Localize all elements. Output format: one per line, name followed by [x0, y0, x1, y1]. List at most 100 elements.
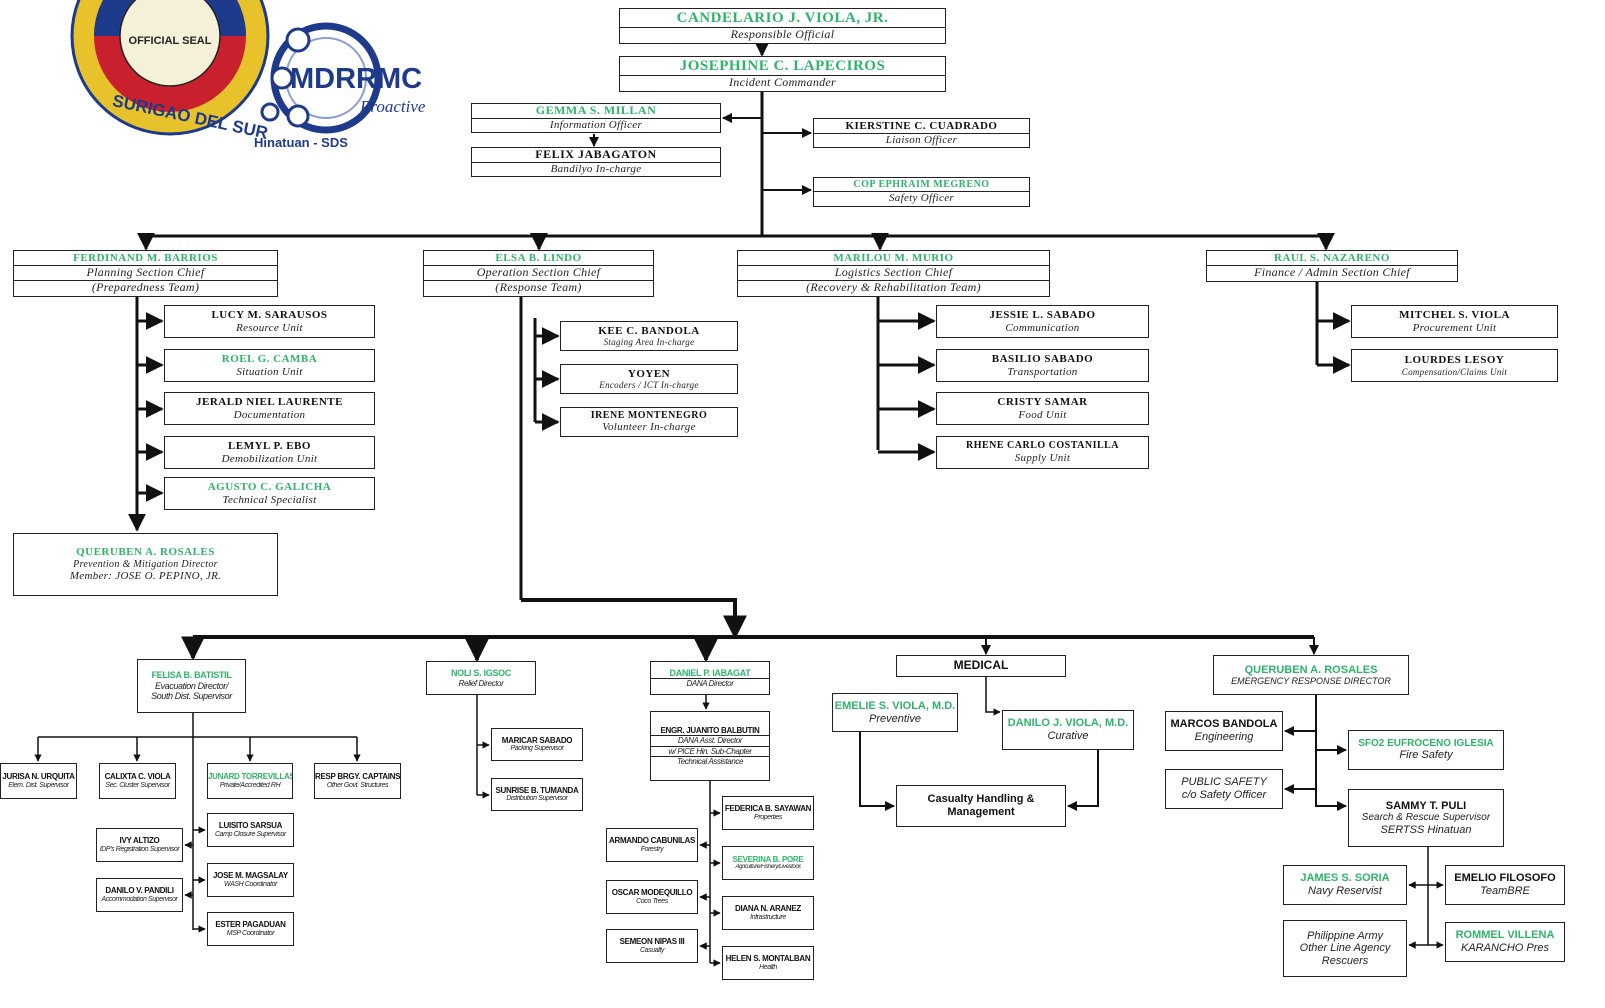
role-label: Elem. Dist. Supervisor	[8, 781, 69, 789]
person-name: JUNARD TORREVILLAS	[208, 772, 292, 782]
medical-curative-box: DANILO J. VIOLA, M.D.Curative	[1002, 710, 1134, 750]
mdrrmc-emblem: MDRRMC Proactive Hinatuan - SDS	[254, 22, 426, 150]
person-name: EMELIO FILOSOFO	[1454, 872, 1556, 885]
role-label: Demobilization Unit	[221, 452, 318, 465]
role-label: Curative	[1047, 730, 1089, 742]
role-label: IDP's Registration Supervisor	[99, 845, 180, 853]
person-name: RESP BRGY. CAPTAINS	[315, 772, 400, 782]
person-name: Casualty Handling &	[927, 793, 1035, 806]
person-name: KEE C. BANDOLA	[598, 324, 700, 337]
role-label: Agriculture/Fishery/Livestock	[735, 864, 801, 871]
connector-line-60	[985, 677, 1001, 716]
role-label: EMERGENCY RESPONSE DIRECTOR	[1231, 676, 1391, 687]
role-label: Properties	[754, 813, 782, 821]
role-label: Staging Area In-charge	[603, 337, 695, 348]
role-label: c/o Safety Officer	[1181, 789, 1267, 801]
person-name: ROEL G. CAMBA	[221, 352, 318, 365]
svg-text:Hinatuan - SDS: Hinatuan - SDS	[254, 135, 348, 150]
person-name: OSCAR MODEQUILLO	[611, 888, 693, 898]
role-label: Health	[759, 963, 777, 971]
role-label: Supply Unit	[1014, 451, 1071, 464]
person-name: MARICAR SABADO	[501, 735, 573, 745]
municipal-seal: OFFICIAL SEAL SURIGAO DEL SUR	[70, 0, 270, 143]
connector-line-22	[521, 598, 747, 640]
role-label: Packing Supervisor	[510, 745, 564, 753]
role-label: DANA Director	[686, 679, 734, 689]
person-name: CANDELARIO J. VIOLA, JR.	[620, 10, 945, 29]
role-label: Casualty	[639, 946, 665, 954]
person-name: JAMES S. SORIA	[1300, 872, 1390, 885]
role-label: Transportation	[1007, 365, 1078, 378]
role-label: Finance / Admin Section Chief	[1254, 265, 1410, 279]
connector-line-62	[1067, 750, 1099, 811]
role-label: Other Line Agency	[1299, 942, 1391, 955]
person-name: FELIX JABAGATON	[472, 148, 720, 164]
person-name: CALIXTA C. VIOLA	[104, 772, 171, 782]
person-name: FEDERICA B. SAYAWAN	[724, 804, 812, 814]
role-label: Communication	[1005, 321, 1080, 334]
role-label: Rescuers	[1321, 954, 1369, 967]
role-label: Operation Section Chief	[424, 266, 653, 281]
person-name: LUISITO SARSUA	[218, 821, 283, 831]
role-label: PUBLIC SAFETY	[1181, 776, 1267, 789]
role-label: Private/Accredited RH	[219, 781, 281, 789]
person-name: SFO2 EUFROCENO IGLESIA	[1358, 737, 1494, 749]
person-name: COP EPHRAIM MEGRENO	[814, 179, 1029, 192]
role-label: Information Officer	[549, 119, 643, 132]
person-name: JOSE M. MAGSALAY	[213, 871, 288, 881]
role-label: Distribution Supervisor	[506, 795, 568, 803]
person-name: MARILOU M. MURIO	[738, 252, 1049, 267]
role-label: Logistics Section Chief	[738, 266, 1049, 281]
role-label: Planning Section Chief	[14, 266, 277, 281]
person-name: Management	[947, 806, 1015, 818]
role-label: Navy Reservist	[1308, 885, 1382, 897]
person-name: NOLI S. IGSOC	[450, 668, 512, 679]
svg-text:MDRRMC: MDRRMC	[290, 63, 422, 95]
role-label: Accommodation Supervisor	[101, 895, 178, 903]
svg-text:OFFICIAL SEAL: OFFICIAL SEAL	[129, 35, 212, 47]
person-name: BASILIO SABADO	[991, 352, 1094, 365]
role-label: Procurement Unit	[1412, 321, 1497, 334]
person-name: JESSIE L. SABADO	[989, 308, 1096, 321]
role-label: Relief Director	[458, 678, 504, 688]
person-name: DIANA N. ARANEZ	[734, 904, 802, 914]
person-name: MARCOS BANDOLA	[1170, 718, 1278, 731]
person-name: FERDINAND M. BARRIOS	[14, 252, 277, 267]
person-name: GEMMA S. MILLAN	[472, 104, 720, 120]
role-label: Compensation/Claims Unit	[1401, 366, 1508, 377]
role-label: Search & Rescue Supervisor	[1361, 812, 1491, 824]
role-label: KARANCHO Pres	[1460, 942, 1550, 954]
role-label: Camp Closure Supervisor	[215, 830, 286, 838]
person-name: DANILO J. VIOLA, M.D.	[1007, 717, 1129, 730]
person-name: DANIEL P. IABAGAT	[651, 668, 769, 680]
